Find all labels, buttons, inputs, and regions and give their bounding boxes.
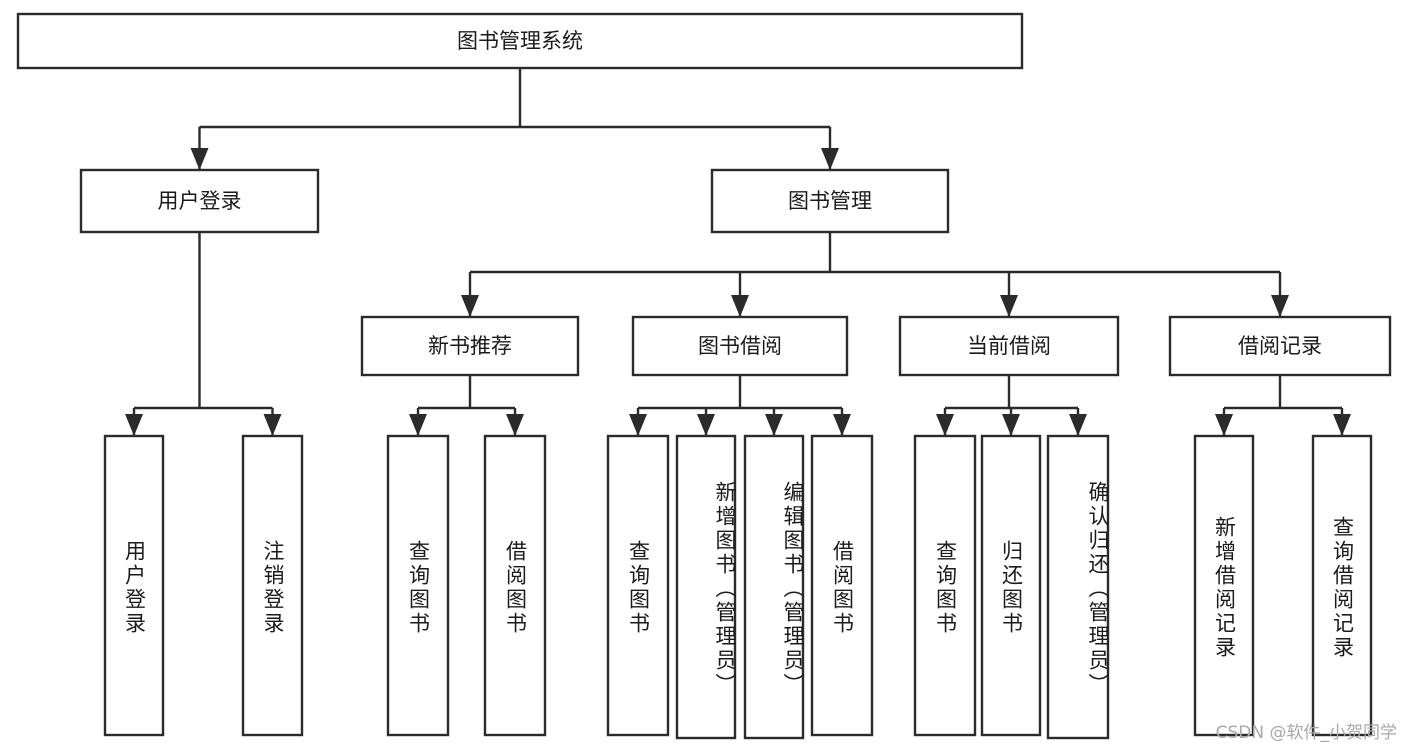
- node-box-borrow-record: [1168, 315, 1392, 377]
- node-box-leaf-borrow-book: [810, 434, 874, 737]
- node-box-new-book-recommend: [360, 315, 580, 377]
- arrow-head-icon: [125, 414, 143, 436]
- node-box-leaf-user-login: [103, 434, 165, 737]
- arrow-head-icon: [409, 414, 427, 436]
- arrow-head-icon: [936, 414, 954, 436]
- connectors-layer: [125, 68, 1351, 436]
- node-box-leaf-add-book-admin: [675, 434, 737, 740]
- arrow-head-icon: [1271, 295, 1289, 317]
- arrow-head-icon: [461, 295, 479, 317]
- node-box-book-management: [710, 168, 950, 234]
- arrow-head-icon: [1333, 414, 1351, 436]
- arrow-head-icon: [1000, 295, 1018, 317]
- node-label-user-login: 用户登录: [158, 189, 242, 213]
- watermark-text: CSDN @软件_小贺同学: [1215, 723, 1397, 743]
- node-box-current-borrow: [898, 315, 1120, 377]
- node-box-leaf-confirm-return-admin: [1046, 434, 1110, 740]
- node-label-borrow-record: 借阅记录: [1238, 334, 1322, 358]
- node-box-leaf-query-borrow-record: [1311, 434, 1373, 737]
- arrow-head-icon: [821, 148, 839, 170]
- node-box-user-login: [79, 168, 320, 234]
- node-box-leaf-edit-book-admin: [743, 434, 805, 740]
- arrow-head-icon: [697, 414, 715, 436]
- node-box-leaf-borrow-book-recommend: [483, 434, 547, 737]
- node-label-book-management: 图书管理: [788, 189, 872, 213]
- node-box-leaf-logout: [241, 434, 304, 737]
- node-label-root: 图书管理系统: [457, 29, 583, 53]
- arrow-head-icon: [629, 414, 647, 436]
- node-box-leaf-add-borrow-record: [1193, 434, 1255, 737]
- arrow-head-icon: [263, 414, 282, 436]
- node-box-root: [16, 12, 1024, 70]
- arrow-head-icon: [506, 414, 524, 436]
- node-box-leaf-query-book-borrow: [606, 434, 670, 737]
- node-label-current-borrow: 当前借阅: [967, 334, 1051, 358]
- arrow-head-icon: [1002, 414, 1020, 436]
- arrow-head-icon: [731, 295, 749, 317]
- node-box-book-borrow: [631, 315, 849, 377]
- arrow-head-icon: [190, 148, 209, 170]
- arrow-head-icon: [1069, 414, 1087, 436]
- node-box-leaf-query-book-recommend: [386, 434, 450, 737]
- node-label-new-book-recommend: 新书推荐: [428, 334, 512, 358]
- node-label-book-borrow: 图书借阅: [698, 334, 782, 358]
- arrow-head-icon: [833, 414, 851, 436]
- node-box-leaf-query-book-current: [913, 434, 977, 737]
- boxes-layer: [16, 12, 1392, 740]
- arrow-head-icon: [1215, 414, 1233, 436]
- node-box-leaf-return-book: [980, 434, 1042, 737]
- arrow-head-icon: [765, 414, 783, 436]
